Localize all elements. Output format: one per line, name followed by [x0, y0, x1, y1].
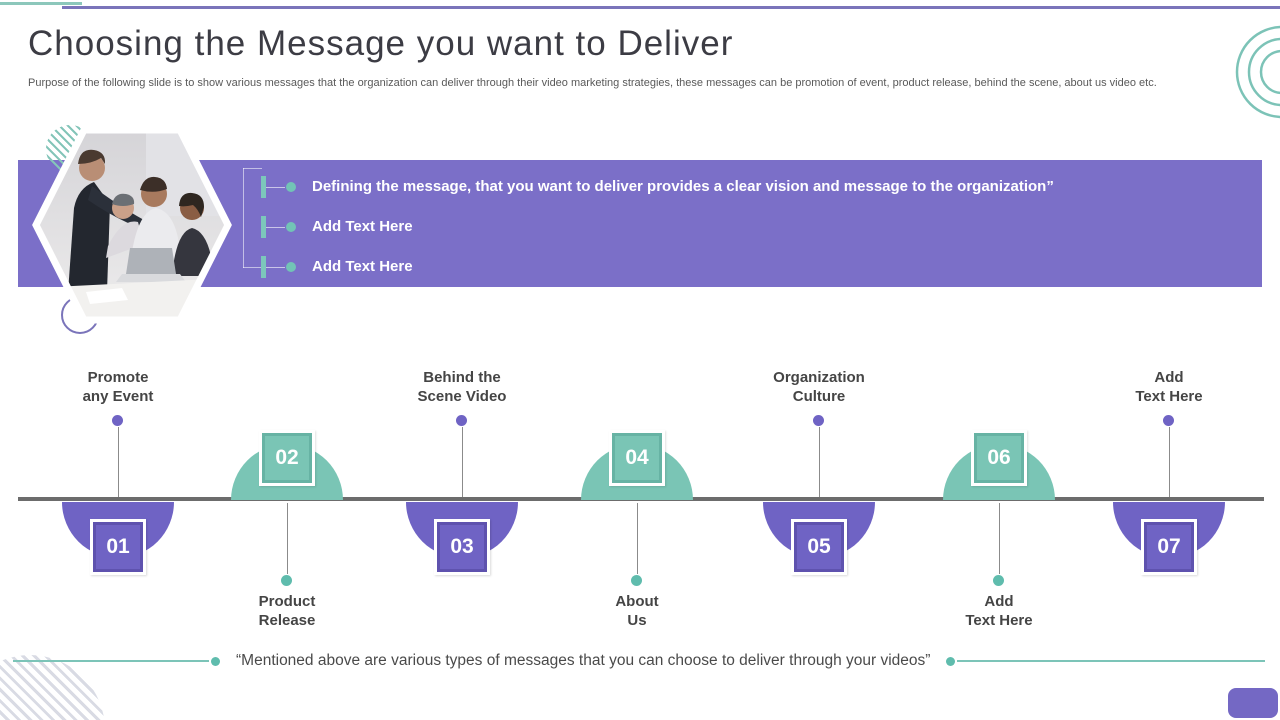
timeline-marker-dot-icon — [112, 415, 123, 426]
timeline-marker-dot-icon — [813, 415, 824, 426]
timeline-number-badge: 02 — [259, 430, 315, 486]
page-title: Choosing the Message you want to Deliver — [28, 24, 734, 63]
timeline-stem-line — [1169, 427, 1170, 498]
bullet-text: Add Text Here — [312, 218, 413, 235]
team-photo-hexagon — [32, 126, 232, 324]
timeline-marker-dot-icon — [281, 575, 292, 586]
timeline-stem-line — [637, 503, 638, 574]
concentric-arcs-icon — [1235, 25, 1280, 119]
footer-quote: “Mentioned above are various types of me… — [236, 652, 931, 669]
quote-right-dot — [946, 656, 956, 666]
bullet-dot-icon — [286, 262, 296, 272]
bullet-text: Defining the message, that you want to d… — [312, 178, 1054, 195]
timeline-marker-dot-icon — [1163, 415, 1174, 426]
quote-left-line — [13, 660, 209, 662]
bracket-top-stub — [243, 168, 262, 169]
timeline-stem-line — [999, 503, 1000, 574]
timeline-marker-dot-icon — [993, 575, 1004, 586]
bullet-connector-line — [266, 267, 285, 268]
timeline-number-badge: 07 — [1141, 519, 1197, 575]
timeline-marker-dot-icon — [456, 415, 467, 426]
timeline-number-badge: 06 — [971, 430, 1027, 486]
bullet-tick — [261, 216, 266, 238]
footer-quote-row: “Mentioned above are various types of me… — [13, 652, 1265, 670]
bullet-tick — [261, 176, 266, 198]
bullet-text: Add Text Here — [312, 258, 413, 275]
timeline-number-badge: 05 — [791, 519, 847, 575]
top-accent-purple-line — [62, 6, 1280, 9]
quote-left-dot — [211, 656, 220, 666]
top-accent-teal-line — [0, 2, 82, 5]
timeline-stem-line — [287, 503, 288, 574]
timeline-stem-line — [819, 427, 820, 498]
timeline-number-badge: 04 — [609, 430, 665, 486]
bracket-bottom-stub — [243, 267, 262, 268]
bullet-dot-icon — [286, 182, 296, 192]
quote-right-line — [957, 660, 1265, 662]
timeline-stem-line — [118, 427, 119, 498]
page-subtitle: Purpose of the following slide is to sho… — [28, 77, 1157, 89]
bracket-vertical-line — [243, 168, 244, 268]
timeline-number-badge: 03 — [434, 519, 490, 575]
bullet-dot-icon — [286, 222, 296, 232]
corner-square-decoration — [1228, 688, 1278, 718]
timeline-stem-line — [462, 427, 463, 498]
timeline-marker-dot-icon — [631, 575, 642, 586]
bullet-tick — [261, 256, 266, 278]
bullet-connector-line — [266, 187, 285, 188]
timeline-number-badge: 01 — [90, 519, 146, 575]
bullet-connector-line — [266, 227, 285, 228]
